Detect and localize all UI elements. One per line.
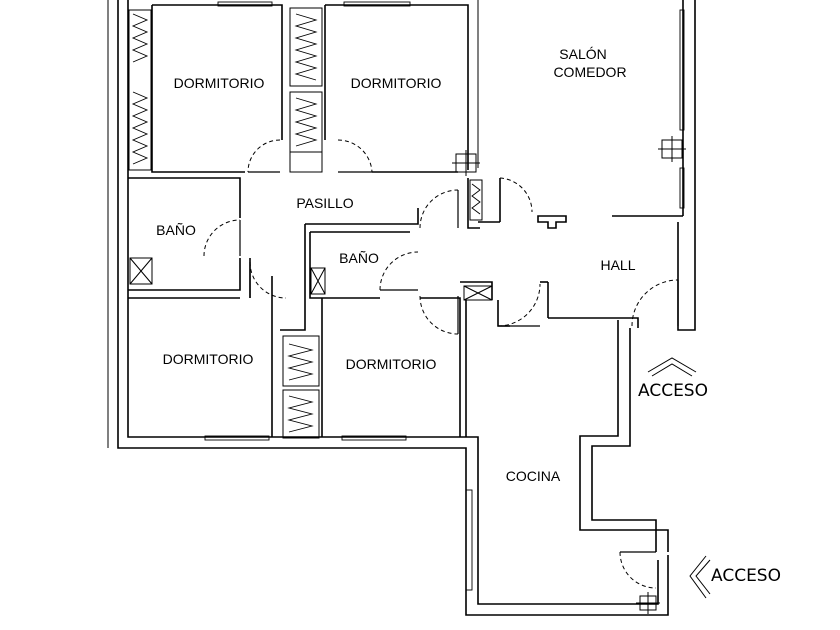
access-main-chevron bbox=[647, 357, 697, 377]
bano-left-label: BAÑO bbox=[156, 222, 196, 238]
access-kitchen-label: ACCESO bbox=[711, 566, 781, 586]
cocina-label: COCINA bbox=[506, 468, 561, 484]
windows bbox=[204, 1, 685, 591]
bano-mid-label: BAÑO bbox=[339, 250, 379, 266]
salon-label-line1: SALÓN bbox=[559, 46, 606, 62]
wardrobe-top-mid bbox=[289, 7, 323, 173]
hall-label: HALL bbox=[600, 257, 635, 273]
dorm-top-left-label: DORMITORIO bbox=[174, 75, 265, 91]
dorm-top-mid-label: DORMITORIO bbox=[351, 75, 442, 91]
dorm-bottom-left-label: DORMITORIO bbox=[163, 351, 254, 367]
wardrobe-bottom-mid bbox=[282, 335, 320, 439]
doors bbox=[203, 139, 679, 589]
wardrobe-corridor bbox=[469, 179, 483, 221]
exterior-walls bbox=[107, 0, 696, 616]
shaft-kitchen bbox=[463, 285, 493, 301]
access-kitchen-chevron bbox=[689, 555, 711, 599]
shaft-bano-mid bbox=[310, 267, 326, 295]
shaft-bano-left bbox=[129, 257, 153, 285]
column-grid-marks bbox=[452, 136, 686, 614]
wardrobe-top-left bbox=[128, 9, 152, 171]
access-main-label: ACCESO bbox=[638, 381, 708, 401]
pasillo-label: PASILLO bbox=[296, 195, 353, 211]
dorm-bottom-mid-label: DORMITORIO bbox=[346, 356, 437, 372]
salon-label-line2: COMEDOR bbox=[553, 64, 626, 80]
